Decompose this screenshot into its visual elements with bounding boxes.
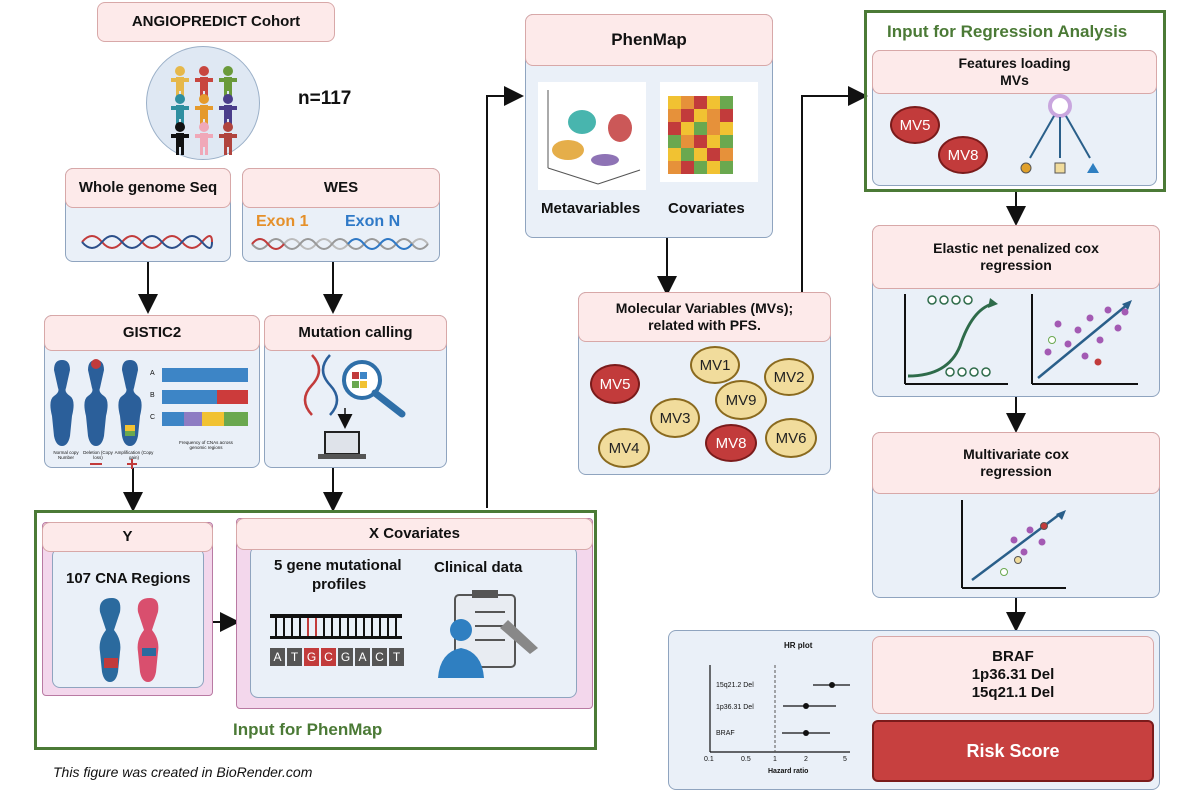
features-title-line1: Features loading — [958, 55, 1071, 71]
elastic-title: Elastic net penalized cox regression — [872, 225, 1160, 289]
wes-exonn-label: Exon N — [345, 213, 401, 230]
mutation-title: Mutation calling — [264, 315, 447, 351]
mv-node: MV5 — [890, 106, 940, 144]
y-title: Y — [42, 522, 213, 552]
x-mut-profiles-line2: profiles — [312, 576, 367, 593]
features-title: Features loading MVs — [872, 50, 1157, 94]
wes-title: WES — [242, 168, 440, 208]
gistic-legend-c: C — [150, 414, 156, 421]
molecular-title-line2: related with PFS. — [648, 317, 761, 333]
mv-node: MV5 — [590, 364, 640, 404]
x-clinical-label: Clinical data — [434, 559, 523, 576]
hr-tick: 2 — [804, 756, 808, 763]
phenmap-metavariables: Metavariables — [541, 200, 641, 217]
base-4: G — [338, 648, 353, 666]
gistic-chrom-label-1: Normal copy Number — [53, 450, 79, 460]
wgs-title: Whole genome Seq — [65, 168, 231, 208]
multivariate-title-line1: Multivariate cox — [963, 446, 1069, 462]
mv-node: MV8 — [938, 136, 988, 174]
y-regions: 107 CNA Regions — [66, 570, 191, 587]
hr-tick: 0.5 — [741, 756, 751, 763]
gistic-chrom-label-3: Amplification (Copy gain) — [114, 450, 154, 460]
molecular-title-line1: Molecular Variables (MVs); — [615, 300, 794, 316]
hr-row-label: 1p36.31 Del — [716, 704, 754, 711]
input-phenmap-title: Input for PhenMap — [233, 720, 383, 739]
elastic-title-line1: Elastic net penalized cox — [933, 240, 1099, 256]
gistic-legend-b: B — [150, 392, 155, 399]
phenmap-heatmap — [668, 96, 733, 174]
mv-node: MV9 — [715, 380, 767, 420]
multivariate-title-line2: regression — [980, 463, 1052, 479]
phenmap-title: PhenMap — [525, 14, 773, 66]
base-6: C — [372, 648, 387, 666]
molecular-title: Molecular Variables (MVs); related with … — [578, 292, 831, 342]
elastic-title-line2: regression — [980, 257, 1052, 273]
mv-node: MV2 — [764, 358, 814, 396]
cohort-count: n=117 — [298, 88, 352, 109]
hr-tick: 1 — [773, 756, 777, 763]
base-3: C — [321, 648, 336, 666]
gistic-bar-caption: Frequency of CNAs across genomic regions — [179, 440, 233, 450]
base-5: A — [355, 648, 370, 666]
base-1: T — [287, 648, 302, 666]
wes-exon1-label: Exon 1 — [256, 213, 309, 230]
base-7: T — [389, 648, 404, 666]
cohort-people-icon — [146, 46, 260, 160]
x-title: X Covariates — [236, 518, 593, 550]
features-title-line2: MVs — [1000, 72, 1029, 88]
hr-row-label: 15q21.2 Del — [716, 682, 754, 689]
cohort-title: ANGIOPREDICT Cohort — [97, 2, 335, 42]
mv-node: MV3 — [650, 398, 700, 438]
y-inner — [52, 548, 204, 688]
multivariate-title: Multivariate cox regression — [872, 432, 1160, 494]
result-line1: BRAF — [992, 648, 1034, 665]
risk-score-badge: Risk Score — [872, 720, 1154, 782]
base-0: A — [270, 648, 285, 666]
mv-node: MV8 — [705, 424, 757, 462]
hr-xlabel: Hazard ratio — [768, 768, 809, 775]
mv-node: MV6 — [765, 418, 817, 458]
regression-input-title: Input for Regression Analysis — [887, 22, 1128, 41]
gistic-chrom-label-2: Deletion (Copy loss) — [83, 450, 113, 460]
gistic-legend-a: A — [150, 370, 155, 377]
result-line3: 15q21.1 Del — [971, 684, 1055, 701]
hr-plot-title: HR plot — [784, 641, 813, 650]
regression-input-frame — [864, 10, 1166, 192]
base-sequence: A T G C G A C T — [270, 648, 406, 666]
mv-node: MV1 — [690, 346, 740, 384]
x-mut-profiles-line1: 5 gene mutational — [274, 557, 402, 574]
phenmap-covariates: Covariates — [668, 200, 745, 217]
input-phenmap-frame — [34, 510, 597, 750]
hr-tick: 5 — [843, 756, 847, 763]
footer-credit: This figure was created in BioRender.com — [53, 764, 313, 780]
hr-tick: 0.1 — [704, 756, 714, 763]
mv-node: MV4 — [598, 428, 650, 468]
result-line2: 1p36.31 Del — [971, 666, 1055, 683]
result-title: BRAF 1p36.31 Del 15q21.1 Del — [872, 636, 1154, 714]
base-2: G — [304, 648, 319, 666]
hr-row-label: BRAF — [716, 730, 735, 737]
gistic-title: GISTIC2 — [44, 315, 260, 351]
